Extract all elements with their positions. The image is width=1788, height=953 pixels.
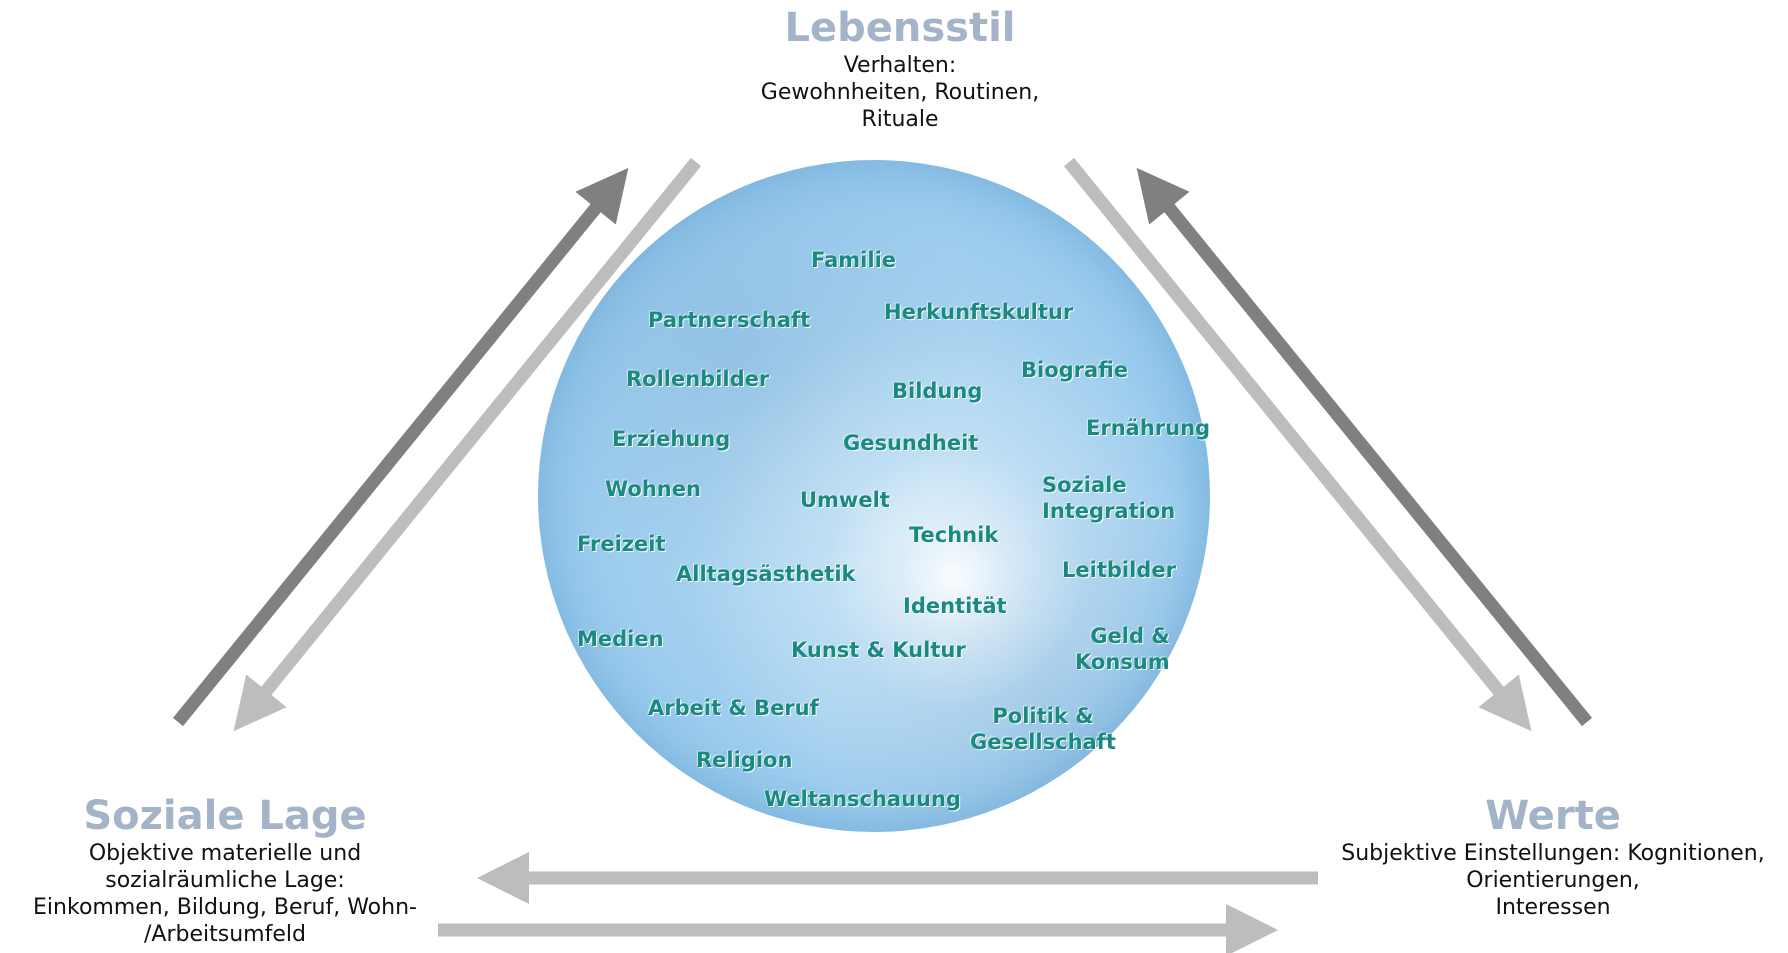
topic-ernaehrung: Ernährung: [1086, 416, 1211, 440]
topic-erziehung: Erziehung: [612, 427, 731, 451]
social-title: Soziale Lage: [83, 793, 367, 839]
arrow-social-to-lifestyle: [172, 167, 629, 727]
topic-identitaet: Identität: [903, 594, 1007, 618]
node-social: Soziale Lage Objektive materielle und so…: [0, 792, 450, 948]
topic-technik: Technik: [909, 523, 999, 547]
topic-geld-konsum: Geld & Konsum: [1075, 624, 1170, 674]
topic-politik-gesellschaft: Politik & Gesellschaft: [970, 704, 1116, 754]
topic-partnerschaft: Partnerschaft: [648, 308, 811, 332]
arrow-values-to-lifestyle: [1136, 167, 1593, 727]
topic-soziale-integration: Soziale Integration: [1042, 473, 1176, 523]
topic-weltanschauung: Weltanschauung: [764, 787, 961, 811]
values-title: Werte: [1485, 793, 1621, 839]
topic-umwelt: Umwelt: [800, 488, 890, 512]
topic-arbeit-beruf: Arbeit & Beruf: [648, 696, 819, 720]
topic-gesundheit: Gesundheit: [843, 431, 979, 455]
topic-freizeit: Freizeit: [577, 532, 666, 556]
globe: [538, 160, 1210, 832]
lifestyle-description: Verhalten: Gewohnheiten, Routinen, Ritua…: [760, 53, 1040, 132]
topic-bildung: Bildung: [892, 379, 983, 403]
social-description: Objektive materielle und sozialräumliche…: [33, 841, 417, 947]
values-description: Subjektive Einstellungen: Kognitionen, O…: [1341, 841, 1765, 920]
topic-rollenbilder: Rollenbilder: [626, 367, 770, 391]
topic-kunst-kultur: Kunst & Kultur: [791, 638, 966, 662]
node-lifestyle: Lebensstil Verhalten: Gewohnheiten, Rout…: [630, 4, 1170, 133]
node-values: Werte Subjektive Einstellungen: Kognitio…: [1318, 792, 1788, 921]
topic-alltagsaesthetik: Alltagsästhetik: [676, 562, 856, 586]
topic-religion: Religion: [696, 748, 793, 772]
arrow-lifestyle-to-social: [233, 157, 702, 732]
topic-leitbilder: Leitbilder: [1062, 558, 1176, 582]
arrow-lifestyle-to-values: [1063, 157, 1532, 732]
topic-medien: Medien: [577, 627, 664, 651]
topic-biografie: Biografie: [1021, 358, 1128, 382]
topic-familie: Familie: [811, 248, 897, 272]
topic-herkunftskultur: Herkunftskultur: [884, 300, 1074, 324]
topic-wohnen: Wohnen: [605, 477, 701, 501]
lifestyle-title: Lebensstil: [784, 5, 1016, 51]
